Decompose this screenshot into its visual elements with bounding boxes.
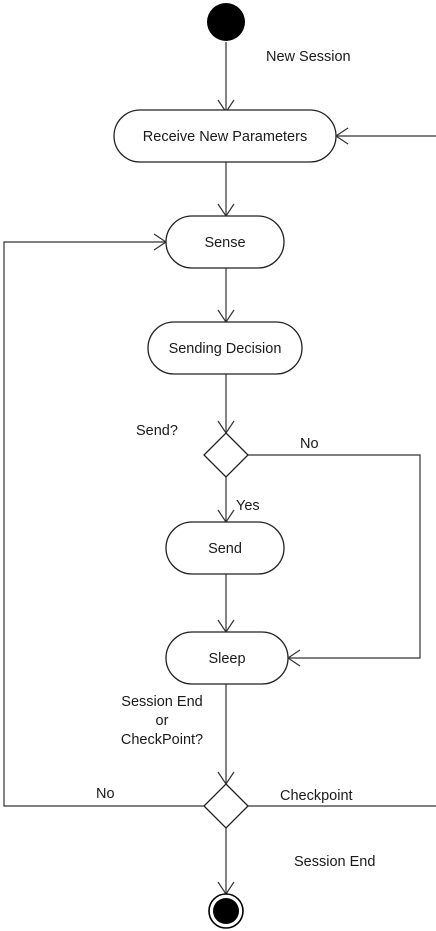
node-sleep-label: Sleep: [208, 651, 245, 667]
label-session-end-or-checkpoint-line2: or: [156, 713, 169, 729]
nodes: Receive New Parameters Sense Sending Dec…: [113, 3, 337, 929]
edge-no-loop-to-sense: [3, 241, 204, 807]
label-no-top: No: [300, 436, 319, 452]
start-node: [207, 3, 245, 41]
label-yes: Yes: [236, 498, 260, 514]
node-sense-label: Sense: [204, 235, 245, 251]
label-session-end-or-checkpoint-line3: CheckPoint?: [121, 732, 203, 748]
node-receive-label: Receive New Parameters: [143, 129, 307, 145]
node-sleep: Sleep: [165, 631, 289, 685]
end-node: [208, 893, 244, 929]
session-end-diamond: [203, 783, 249, 829]
node-send-label: Send: [208, 541, 242, 557]
edges: [3, 42, 436, 896]
send-decision-diamond: [203, 432, 249, 478]
edge-labels: New Session Send? No Yes Session End or …: [96, 49, 375, 870]
label-session-end: Session End: [294, 854, 375, 870]
node-sense: Sense: [165, 215, 285, 269]
node-sending-decision-label: Sending Decision: [169, 341, 282, 357]
label-session-end-or-checkpoint-line1: Session End: [121, 694, 202, 710]
label-no-bottom: No: [96, 786, 115, 802]
label-new-session: New Session: [266, 49, 351, 65]
label-checkpoint: Checkpoint: [280, 788, 353, 804]
node-receive-new-parameters: Receive New Parameters: [113, 109, 337, 163]
node-sending-decision: Sending Decision: [147, 321, 303, 375]
edge-no-to-sleep: [248, 454, 421, 659]
node-send: Send: [165, 521, 285, 575]
label-send-question: Send?: [136, 423, 178, 439]
